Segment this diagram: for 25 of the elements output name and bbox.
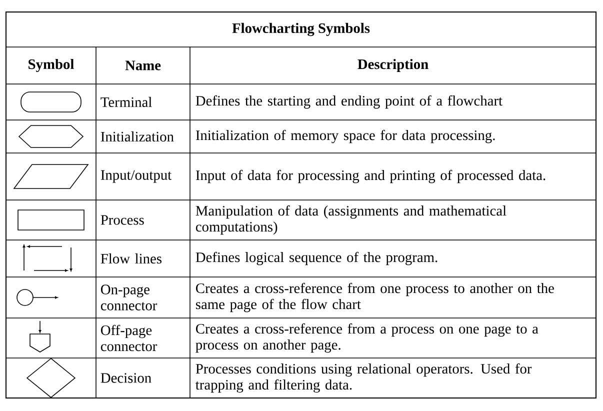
- description-text: Input of data for processing and printing of processed data.: [196, 170, 546, 184]
- symbol-name: Off-page connector: [100, 324, 158, 352]
- description-text: Processes conditions using relational operators. Used for trapping and filtering data.: [196, 363, 532, 393]
- description-text: Creates a cross-reference from a process on one page to a process on another page.: [196, 323, 538, 353]
- rectangle-symbol: [18, 210, 84, 230]
- description-text: Manipulation of data (assignments and mathematical computations): [196, 205, 506, 235]
- flow-lines-symbol: [22, 244, 72, 272]
- table-title: Flowcharting Symbols: [232, 22, 370, 36]
- description-text: Defines logical sequence of the program.: [196, 252, 438, 266]
- symbol-name: On-page connector: [100, 284, 158, 310]
- terminal-symbol: [20, 92, 82, 112]
- symbol-name: Input/output: [100, 170, 172, 183]
- off-page-connector-symbol: [30, 320, 50, 352]
- symbol-name: Process: [100, 215, 144, 225]
- description-text: Initialization of memory space for data processing.: [196, 130, 495, 144]
- symbol-name: Initialization: [100, 131, 174, 142]
- description-text: Creates a cross-reference from one process to another on the same page of the flow chart: [196, 282, 554, 312]
- symbol-name: Flow lines: [100, 253, 162, 264]
- column-header: Name: [125, 60, 161, 70]
- column-header: Description: [358, 58, 428, 72]
- description-text: Defines the starting and ending point of a flowchart: [196, 95, 502, 109]
- symbol-name: Decision: [100, 373, 152, 383]
- symbol-name: Terminal: [100, 96, 152, 108]
- column-header: Symbol: [28, 58, 74, 72]
- on-page-connector-symbol: [16, 289, 58, 306]
